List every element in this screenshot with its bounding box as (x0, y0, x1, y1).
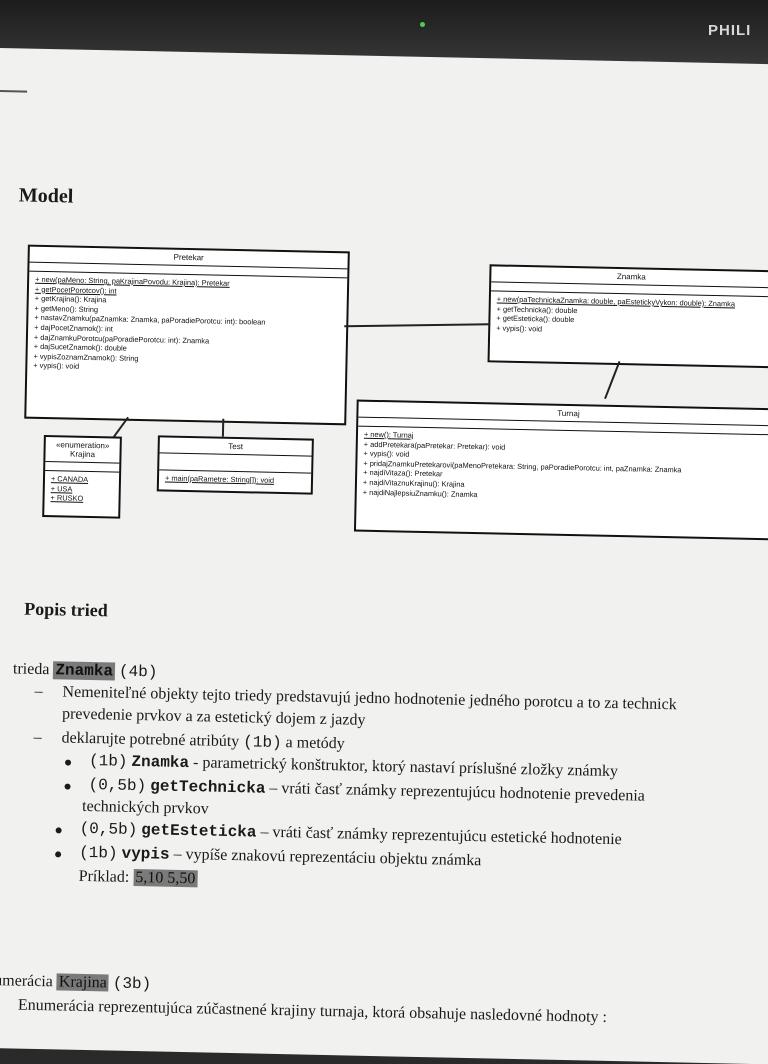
method-gettechnicka-cont: technických prvkov (81, 797, 209, 818)
bullet-dot (55, 851, 62, 858)
bullet-dot (64, 783, 71, 790)
uml-operations: + CANADA + USA + RUSKO (44, 471, 119, 507)
uml-class-turnaj: Turnaj + new(): Turnaj + addPretekara(pa… (353, 399, 768, 541)
uml-operations: + new(paTechnickaZnamka: double, paEstet… (490, 291, 768, 341)
line3-points: (1b) (243, 733, 282, 753)
uml-operations: + main(paRametre: String[]): void (159, 470, 311, 489)
trieda-prefix: trieda (12, 660, 50, 679)
heading-popis-tried: Popis tried (24, 598, 108, 621)
uml-op: + main(paRametre: String[]): void (164, 473, 275, 485)
trieda-desc-line3: deklarujte potrebné atribúty (1b) a metó… (61, 729, 345, 753)
uml-title: «enumeration» Krajina (45, 437, 120, 464)
uml-class-znamka: Znamka + new(paTechnickaZnamka: double, … (487, 264, 768, 369)
trieda-header: trieda Znamka (4b) (13, 660, 158, 681)
method-desc: – vráti časť známky reprezentujúcu estet… (260, 823, 622, 849)
trieda-desc-line2: prevedenie prvkov a za estetický dojem z… (61, 705, 366, 729)
method-points: (0,5b) (79, 819, 138, 840)
method-points: (1b) (88, 752, 128, 771)
trieda-points: (4b) (118, 662, 158, 682)
method-desc: - parametrický konštruktor, ktorý nastav… (192, 754, 619, 781)
paper-sheet: Model Pretekar + new(paMeno: String, paK… (0, 48, 768, 1064)
uml-enum-name: Krajina (69, 449, 96, 460)
uml-operations: + new(paMeno: String, paKrajinaPovodu: K… (27, 272, 347, 381)
method-name: Znamka (131, 752, 190, 773)
priklad: Príklad: 5,10 5,50 (78, 867, 198, 888)
uml-operations: + new(): Turnaj + addPretekara(paPreteka… (357, 427, 768, 509)
enum-desc-line1: Enumerácia reprezentujúca zúčastnené kra… (17, 996, 608, 1026)
power-led (420, 22, 425, 27)
uml-class-pretekar: Pretekar + new(paMeno: String, paKrajina… (24, 244, 350, 426)
association-line (221, 418, 224, 437)
association-line (604, 361, 620, 399)
method-points: (1b) (78, 843, 118, 863)
uml-enum-krajina: «enumeration» Krajina + CANADA + USA + R… (42, 435, 122, 519)
method-name: vypis (121, 844, 170, 864)
enum-value: + RUSKO (50, 493, 84, 504)
enum-name: Krajina (56, 973, 110, 992)
dash-bullet: – (34, 682, 43, 701)
method-points: (0,5b) (88, 776, 147, 796)
enum-prefix: Enumerácia (0, 971, 54, 991)
method-name: getTechnicka (149, 777, 266, 798)
method-desc: – vráti časť známky reprezentujúcu hodno… (269, 779, 646, 805)
uml-class-test: Test + main(paRametre: String[]): void (156, 435, 314, 495)
priklad-value: 5,10 5,50 (133, 868, 198, 888)
line3-tail: a metódy (285, 734, 345, 753)
method-vypis: (1b) vypis – vypíše znakovú reprezentáci… (79, 844, 482, 870)
association-line (344, 323, 491, 327)
heading-model: Model (18, 184, 74, 208)
line3-text: deklarujte potrebné atribúty (61, 729, 240, 751)
method-name: getEsteticka (141, 821, 257, 842)
enum-points: (3b) (112, 974, 152, 994)
trieda-name: Znamka (53, 661, 116, 681)
pen-mark (0, 89, 28, 93)
monitor-brand-logo: PHILI (708, 22, 752, 39)
priklad-label: Príklad: (78, 867, 130, 886)
bullet-dot (55, 827, 62, 834)
dash-bullet: – (33, 728, 42, 747)
bullet-dot (64, 759, 72, 766)
method-desc: – vypíše znakovú reprezentáciu objektu z… (173, 845, 482, 870)
enum-header: Enumerácia Krajina (3b) (0, 972, 151, 994)
